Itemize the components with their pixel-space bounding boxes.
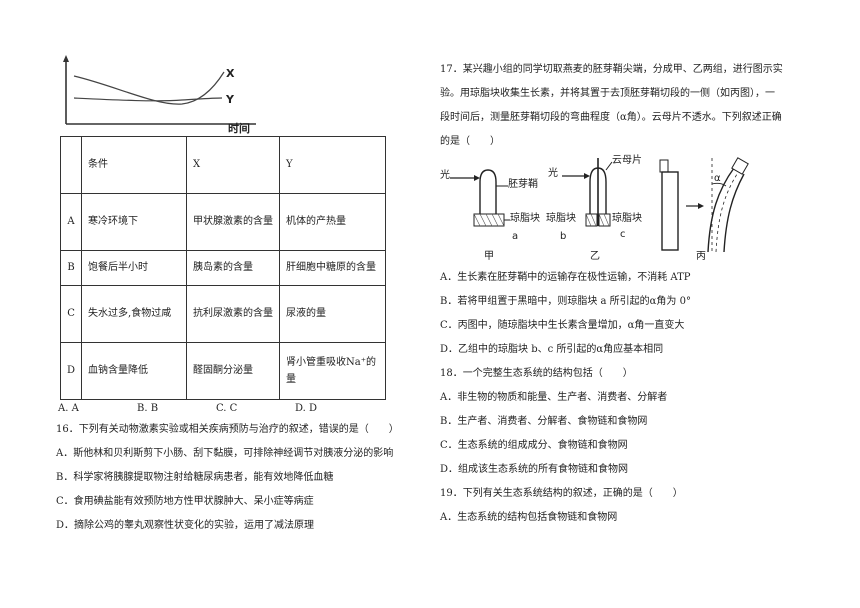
question-17-stem-line: 17．某兴趣小组的同学切取燕麦的胚芽鞘尖端，分成甲、乙两组，进行图示实: [440, 64, 783, 75]
answer-c: C. C: [216, 403, 238, 414]
table-cell: 失水过多,食物过咸: [81, 285, 188, 343]
table-cell: 机体的产热量: [279, 193, 386, 251]
answer-b: B. B: [137, 403, 159, 414]
graph-x-label: X: [226, 67, 235, 80]
table-cell: 尿液的量: [279, 285, 386, 343]
stand-block: [661, 171, 679, 251]
table-cell: X: [186, 136, 281, 194]
y-axis-arrow: [63, 55, 69, 62]
graph-svg: [63, 55, 256, 125]
curve-x: [73, 71, 225, 105]
table-cell: C: [59, 285, 83, 343]
table-cell: 醛固酮分泌量: [186, 342, 281, 400]
table-cell: 肾小管重吸收Na⁺的量: [279, 342, 386, 400]
question-17-option-a: A．生长素在胚芽鞘中的运输存在极性运输，不消耗 ATP: [440, 272, 691, 283]
agar-block-top: [659, 159, 669, 173]
table-cell: A: [59, 193, 83, 251]
question-16-option-b: B．科学家将胰腺提取物注射给糖尿病患者，能有效地降低血糖: [56, 472, 334, 483]
table-cell: 寒冷环境下: [81, 193, 188, 251]
answer-d: D. D: [295, 403, 318, 414]
table-cell: 饱餐后半小时: [81, 250, 188, 286]
table-header-row: 条件 X Y: [59, 136, 386, 194]
question-17-stem-line: 的是（ ）: [440, 136, 500, 147]
answer-choices: A. A B. B C. C D. D: [56, 404, 422, 414]
curve-y: [73, 97, 223, 102]
fig-agar-c: 琼脂块: [612, 213, 642, 224]
question-16: 16．下列有关动物激素实验或相关疾病预防与治疗的叙述，错误的是（ ） A．斯他林…: [56, 424, 422, 532]
table-row: A 寒冷环境下 甲状腺激素的含量 机体的产热量: [59, 193, 386, 251]
graph-axis-label: 时间: [228, 122, 250, 135]
agar-hatch-a: [473, 213, 505, 227]
table-cell: Y: [279, 136, 386, 194]
fig-coleoptile-label: 胚芽鞘: [508, 179, 538, 190]
agar-hatch-bc: [585, 213, 610, 227]
question-18-option-d: D．组成该生态系统的所有食物链和食物网: [440, 464, 629, 475]
table-cell: 抗利尿激素的含量: [186, 285, 281, 343]
table-cell: 肝细胞中糖原的含量: [279, 250, 386, 286]
right-column: 17．某兴趣小组的同学切取燕麦的胚芽鞘尖端，分成甲、乙两组，进行图示实 验。用琼…: [440, 58, 820, 530]
fig-c: c: [620, 229, 626, 240]
alpha-arc: [711, 182, 727, 187]
table-cell: [59, 136, 83, 194]
figure-svg: [450, 157, 749, 253]
question-17-stem-line: 段时间后，测量胚芽鞘切段的弯曲程度（α角）。云母片不透水。下列叙述正确: [440, 112, 782, 123]
xy-trend-graph: X Y 时间: [56, 52, 266, 136]
table-cell: B: [59, 250, 83, 286]
bing-arrow-head: [698, 203, 704, 209]
fig-agar-a: 琼脂块: [510, 213, 540, 224]
table-row: D 血钠含量降低 醛固酮分泌量 肾小管重吸收Na⁺的量: [59, 342, 386, 400]
mica-pointer: [605, 161, 613, 171]
fig-yi: 乙: [590, 251, 600, 262]
coleoptile-a: [479, 169, 497, 214]
table-cell: 胰岛素的含量: [186, 250, 281, 286]
question-18-option-c: C．生态系统的组成成分、食物链和食物网: [440, 440, 628, 451]
question-18-stem: 18．一个完整生态系统的结构包括（ ）: [440, 368, 633, 379]
question-17-option-b: B．若将甲组置于黑暗中，则琼脂块 a 所引起的α角为 0°: [440, 296, 691, 307]
options-table: 条件 X Y A 寒冷环境下 甲状腺激素的含量 机体的产热量 B 饱餐后半小时 …: [59, 136, 386, 400]
left-column: X Y 时间 条件 X Y A 寒冷环境下 甲状腺激素的含量 机体的产热量 B …: [56, 52, 422, 532]
question-16-option-c: C．食用碘盐能有效预防地方性甲状腺肿大、呆小症等病症: [56, 496, 314, 507]
question-17-option-c: C．丙图中，随琼脂块中生长素含量增加，α角一直变大: [440, 320, 685, 331]
question-16-stem: 16．下列有关动物激素实验或相关疾病预防与治疗的叙述，错误的是（ ）: [56, 424, 399, 435]
agar-block-tilted: [731, 157, 749, 175]
fig-bing: 丙: [696, 251, 706, 262]
fig-agar-b: 琼脂块: [546, 213, 576, 224]
fig-alpha: α: [714, 173, 721, 184]
question-18-option-b: B．生产者、消费者、分解者、食物链和食物网: [440, 416, 648, 427]
light-arrow-head-b: [584, 173, 590, 179]
fig-b: b: [560, 231, 567, 242]
fig-jia: 甲: [484, 251, 494, 262]
table-cell: 血钠含量降低: [81, 342, 188, 400]
table-row: C 失水过多,食物过咸 抗利尿激素的含量 尿液的量: [59, 285, 386, 343]
table-cell: D: [59, 342, 83, 400]
fig-mica-label: 云母片: [612, 155, 642, 166]
question-16-option-a: A．斯他林和贝利斯剪下小肠、刮下黏膜，可排除神经调节对胰液分泌的影响: [56, 448, 394, 459]
bent-coleoptile-right: [723, 173, 745, 253]
table-cell: 甲状腺激素的含量: [186, 193, 281, 251]
agar-block-c: [598, 213, 611, 227]
fig-a: a: [512, 231, 519, 242]
fig-light-a: 光: [440, 170, 450, 181]
graph-y-label: Y: [226, 93, 234, 106]
question-17-option-d: D．乙组中的琼脂块 b、c 所引起的α角应基本相同: [440, 344, 664, 355]
agar-block-b: [585, 213, 598, 227]
fig-light-b: 光: [548, 168, 558, 179]
light-arrow-head-a: [474, 175, 480, 181]
question-16-option-d: D．摘除公鸡的睾丸观察性状变化的实验，运用了减法原理: [56, 520, 315, 531]
question-17-figure: 光 胚芽鞘 琼脂块 a 光 云母片 琼脂块 琼脂块 b c α 甲 乙 丙: [440, 154, 800, 266]
bent-coleoptile-left: [707, 167, 735, 253]
answer-a: A. A: [58, 403, 79, 414]
question-19-stem: 19．下列有关生态系统结构的叙述，正确的是（ ）: [440, 488, 683, 499]
table-row: B 饱餐后半小时 胰岛素的含量 肝细胞中糖原的含量: [59, 250, 386, 286]
question-17-stem-line: 验。用琼脂块收集生长素，并将其置于去顶胚芽鞘切段的一侧（如丙图），一: [440, 88, 775, 99]
question-19-option-a: A．生态系统的结构包括食物链和食物网: [440, 512, 618, 523]
question-18-option-a: A．非生物的物质和能量、生产者、消费者、分解者: [440, 392, 668, 403]
table-cell: 条件: [81, 136, 188, 194]
